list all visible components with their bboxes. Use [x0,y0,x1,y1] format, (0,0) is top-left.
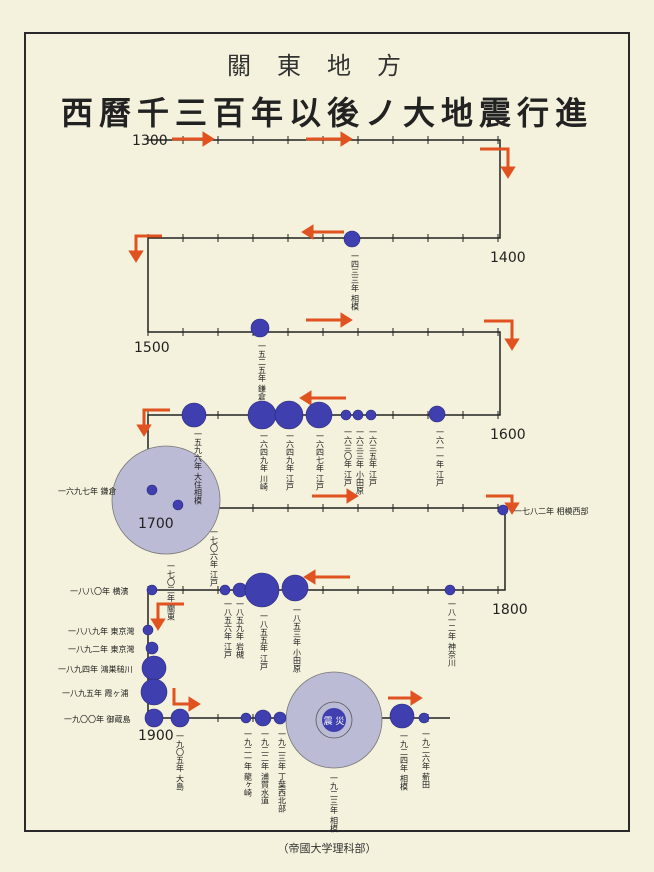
label-e1923: 一九二三年 相模 [330,774,339,834]
label-e1433: 一四三三年 相模 [351,252,360,312]
label-e1649b: 一六四九年 江戸 [286,432,295,492]
label-e1611: 一六一一年 江戸 [436,428,445,488]
timeline-ticks [147,136,499,722]
label-1900: 一九〇〇年 御蔵島 [64,714,131,724]
quake-1630 [340,409,352,421]
label-e1859: 一八五九年 岩槻 [236,600,245,660]
label-e1921: 一九二一年 龍ヶ崎 [244,730,253,797]
quake-markers [140,230,509,729]
label-e1630: 一六三〇年 江戸 [344,428,353,488]
region-heading: 關東地方 [227,52,427,80]
year-1300: 1300 [132,133,168,149]
label-e1649: 一六四九年 川崎 [260,432,269,491]
quake-1923a [273,711,287,725]
label-e1923a: 一九二三年 丁葉西北部 [278,730,287,814]
source-note: （帝國大学理科部） [277,842,377,855]
svg-text:震 災: 震 災 [324,716,345,727]
map-frame [24,32,630,832]
quake-1525 [250,318,270,338]
year-1800: 1800 [492,602,528,618]
label-e1853: 一八五三年 小田原 [293,606,302,673]
label-1782: 一七八二年 相模西部 [514,506,589,516]
label-e1812: 一八一二年 神奈川 [448,600,457,667]
quake-1924 [389,703,415,729]
label-e1525: 一五二五年 鎌倉 [258,342,267,402]
quake-1853 [281,574,309,602]
quake-1889 [142,624,154,636]
label-e1706: 一七〇六年 江戸 [210,528,219,588]
quake-1433 [343,230,361,248]
label-1892: 一八九二年 東京灣 [68,644,135,654]
label-1697: 一六九七年 鎌倉 [58,486,117,496]
quake-1649b [274,400,304,430]
label-e1633: 一六三三年 小田原 [356,428,365,495]
quake-1895 [140,678,168,706]
label-1889: 一八八九年 東京灣 [68,626,135,636]
label-e1922: 一九二二年 浦賀水道 [261,730,270,806]
year-1400: 1400 [490,250,526,266]
year-1500: 1500 [134,340,170,356]
label-1894: 一八九四年 鴻巣槌川 [58,664,133,674]
event-labels-horizontal: 一六九七年 鎌倉 一七八二年 相模西部 一八八〇年 横濱 一八八九年 東京灣 一… [58,486,589,724]
quake-1697 [146,484,158,496]
label-e1856: 一八五六年 江戸 [224,600,233,660]
page-title: 西曆千三百年以後ノ大地震行進 [60,94,593,132]
quake-1900 [144,708,164,728]
quake-1611 [428,405,446,423]
quake-1921 [240,712,252,724]
label-1880: 一八八〇年 横濱 [70,586,129,596]
zone-1703 [111,445,221,555]
label-e1596: 一五九六年 大住相模 [194,430,203,506]
quake-1922 [254,709,272,727]
year-1700: 1700 [138,516,174,532]
quake-1596 [181,402,207,428]
label-e1855: 一八五五年 江戸 [260,612,269,672]
year-labels: 1300 1400 1500 1600 1700 1800 1900 [132,133,528,744]
year-1600: 1600 [490,427,526,443]
direction-arrows [128,131,520,712]
great-quake-1923-glyph: 震 災 [322,708,346,732]
quake-1647 [305,401,333,429]
label-e1647: 一六四七年 江戸 [316,432,325,492]
label-e1905: 一九〇五年 大島 [176,732,185,792]
quake-1892 [145,641,159,655]
quake-1649 [247,400,277,430]
quake-1635 [365,409,377,421]
label-e1924: 一九二四年 相模 [400,732,409,792]
quake-1782 [497,504,509,516]
quake-1633 [352,409,364,421]
year-1900: 1900 [138,728,174,744]
label-e1703: 一七〇三年 關東 [167,562,176,622]
quake-1894 [141,655,167,681]
quake-1706 [172,499,184,511]
quake-1905 [170,708,190,728]
quake-1926 [418,712,430,724]
label-e1926: 一九二六年 薪田 [422,730,431,790]
quake-1812 [444,584,456,596]
label-1895: 一八九五年 霞ヶ浦 [62,688,129,698]
label-e1635: 一六三五年 江戸 [369,428,378,488]
quake-1880 [146,584,158,596]
quake-1856 [219,584,231,596]
quake-1855 [244,572,280,608]
